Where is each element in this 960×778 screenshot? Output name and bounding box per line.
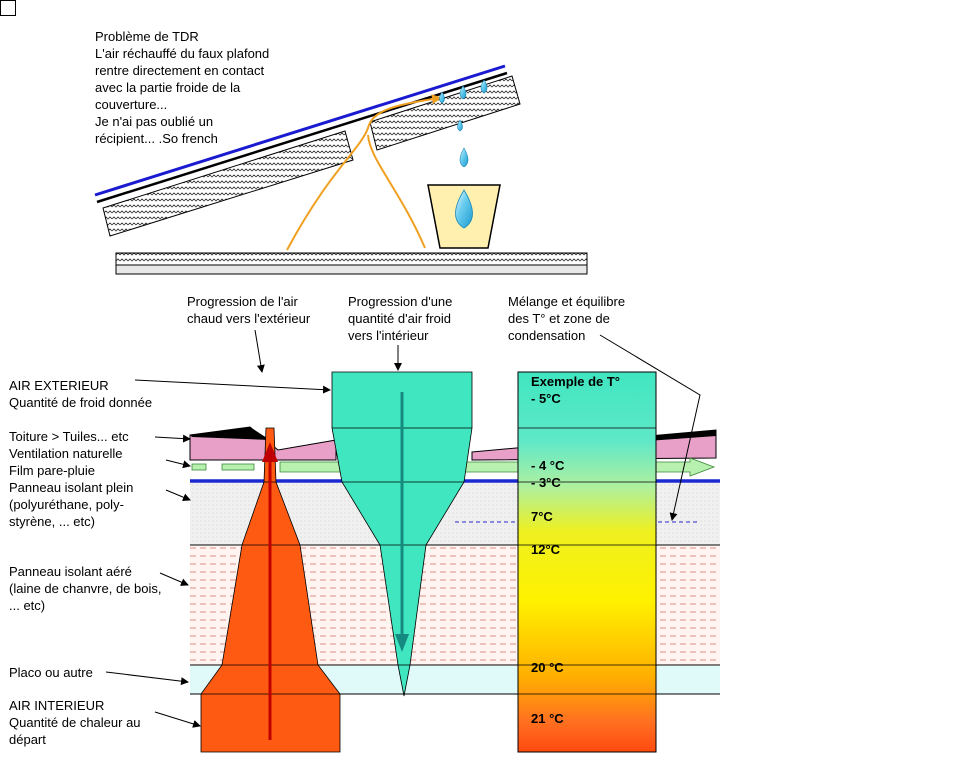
ceiling-board [115, 264, 588, 275]
temp-t2: - 4 °C [531, 458, 565, 473]
roof-blue-line [94, 64, 506, 197]
label-air-interieur: AIR INTERIEUR Quantité de chaleur au dép… [9, 698, 141, 747]
temp-t6: 20 °C [531, 660, 564, 675]
water-drops [439, 79, 488, 168]
temp-t1: - 5°C [531, 391, 561, 406]
hot-air-arrow-head [262, 442, 278, 462]
header-cold-progress: Progression d'une quantité d'air froid v… [348, 294, 453, 343]
ceiling-slab [115, 252, 588, 266]
label-air-exterieur: AIR EXTERIEUR Quantité de froid donnée [9, 378, 153, 410]
label-isolant-aere: Panneau isolant aéré (laine de chanvre, … [9, 564, 162, 613]
temp-t5: 12°C [531, 542, 561, 557]
header-mix: Mélange et équilibre des T° et zone de c… [508, 294, 626, 343]
top-illustration [94, 64, 588, 275]
roof-tiles-left [189, 426, 337, 461]
label-toiture: Toiture > Tuiles... etc [9, 429, 129, 444]
temp-t3: - 3°C [531, 475, 561, 490]
roof-insulation-left [102, 130, 354, 237]
ventilation-strip-2 [221, 463, 255, 471]
warm-air-path-2 [367, 134, 426, 249]
temp-title: Exemple de T° [531, 374, 621, 389]
roof-tiles-edge [190, 427, 270, 440]
label-film: Film pare-pluie [9, 463, 95, 478]
header-hot-progress: Progression de l'air chaud vers l'extéri… [187, 294, 311, 326]
roof-insulation-right [369, 75, 521, 151]
temp-t4: 7°C [531, 509, 553, 524]
temp-t7: 21 °C [531, 711, 564, 726]
leader-arrows [105, 329, 701, 728]
top-note: Problème de TDR L'air réchauffé du faux … [95, 29, 270, 146]
ventilation-strip-1 [191, 463, 207, 471]
cold-air-arrow-head [395, 634, 409, 652]
temperature-column [517, 371, 657, 753]
hot-air-shape [200, 427, 341, 753]
bucket-water-drop [455, 189, 473, 229]
cold-air-shape [331, 371, 473, 697]
corner-checkbox[interactable] [0, 0, 16, 16]
label-placo: Placo ou autre [9, 665, 93, 680]
label-ventilation: Ventilation naturelle [9, 446, 123, 461]
temperature-gradient [517, 371, 657, 753]
label-isolant-plein: Panneau isolant plein (polyuréthane, pol… [9, 480, 134, 529]
warm-air-path [286, 94, 442, 251]
